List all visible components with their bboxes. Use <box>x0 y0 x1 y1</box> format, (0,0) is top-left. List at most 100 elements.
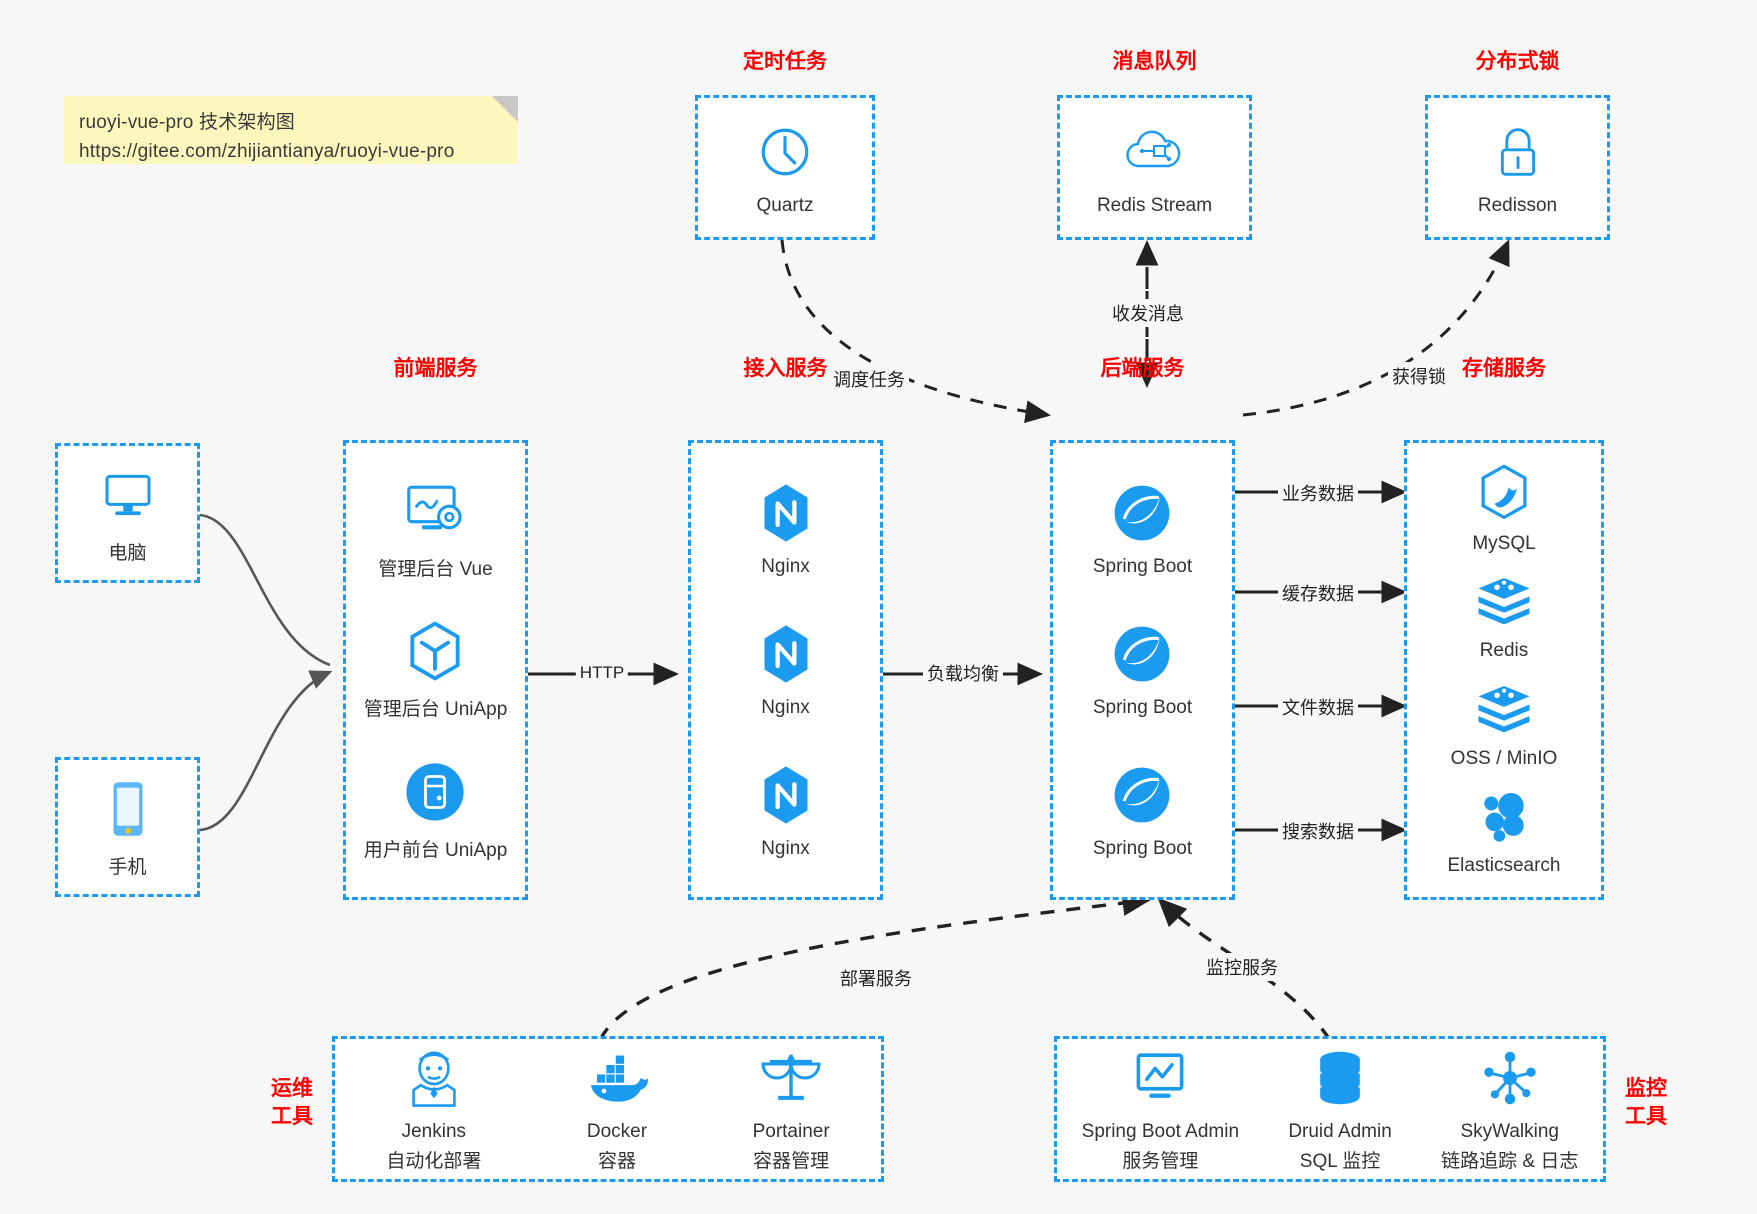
oss-icon <box>1474 678 1534 738</box>
edge-label-schedule-task: 调度任务 <box>829 365 909 393</box>
elasticsearch-icon <box>1474 785 1534 845</box>
redis-icon <box>1474 570 1534 630</box>
node-label: MySQL <box>1472 532 1536 554</box>
edge-label-business-data: 业务数据 <box>1278 479 1358 507</box>
clock-icon <box>752 119 818 185</box>
nginx-icon <box>753 480 819 546</box>
node-admin-uniapp[interactable]: 管理后台 UniApp <box>364 618 507 721</box>
node-redis[interactable]: Redis <box>1474 570 1534 662</box>
note-fold-corner <box>492 96 518 122</box>
nginx-icon <box>753 762 819 828</box>
group-title-devops: 运维 工具 <box>262 1075 322 1132</box>
node-label: 管理后台 Vue <box>378 558 493 580</box>
dashboard-icon <box>402 478 468 544</box>
group-devops[interactable]: Jenkins 自动化部署 Docker 容器 <box>332 1036 884 1182</box>
node-spring-boot-admin[interactable]: Spring Boot Admin 服务管理 <box>1082 1045 1239 1173</box>
node-mysql[interactable]: MySQL <box>1472 463 1536 555</box>
skywalking-icon <box>1477 1045 1543 1111</box>
edge-label-acquire-lock: 获得锁 <box>1388 362 1450 390</box>
node-label: Elasticsearch <box>1447 855 1561 877</box>
node-sublabel: 自动化部署 <box>386 1151 482 1172</box>
node-spring-boot-3[interactable]: Spring Boot <box>1093 762 1192 860</box>
node-quartz[interactable]: Quartz <box>752 119 818 217</box>
node-label: 用户前台 UniApp <box>363 840 508 862</box>
node-elasticsearch[interactable]: Elasticsearch <box>1448 785 1561 877</box>
edge-label-deploy-service: 部署服务 <box>836 964 916 992</box>
node-label: 电脑 <box>108 542 147 564</box>
node-label: SkyWalking <box>1460 1121 1559 1142</box>
group-scheduler[interactable]: Quartz <box>695 95 875 240</box>
node-user-uniapp[interactable]: 用户前台 UniApp <box>363 759 508 862</box>
database-icon <box>1307 1045 1373 1111</box>
edge-label-http: HTTP <box>575 662 629 684</box>
node-label: Portainer <box>752 1121 830 1142</box>
edge-label-send-receive-message: 收发消息 <box>1108 299 1188 327</box>
group-client-mobile[interactable]: 手机 <box>55 757 200 897</box>
group-title-backend: 后端服务 <box>1100 357 1185 380</box>
monitoring-title-line2: 工具 <box>1625 1105 1667 1129</box>
edge-label-monitor-service: 监控服务 <box>1202 953 1282 981</box>
node-label: 手机 <box>108 856 147 878</box>
spring-boot-icon <box>1109 621 1175 687</box>
edge-label-load-balance: 负载均衡 <box>923 659 1003 687</box>
node-label: Redisson <box>1477 194 1558 216</box>
group-title-scheduler: 定时任务 <box>743 50 827 73</box>
node-druid-admin[interactable]: Druid Admin SQL 监控 <box>1288 1045 1392 1173</box>
jenkins-icon <box>401 1045 467 1111</box>
scales-icon <box>758 1045 824 1111</box>
node-nginx-2[interactable]: Nginx <box>753 621 819 719</box>
node-sublabel: 服务管理 <box>1122 1151 1199 1172</box>
group-title-gateway: 接入服务 <box>743 357 828 380</box>
edge-label-file-data: 文件数据 <box>1278 693 1358 721</box>
node-sublabel: 链路追踪 & 日志 <box>1441 1151 1579 1172</box>
monitor-chart-icon <box>1127 1045 1193 1111</box>
node-redis-stream[interactable]: Redis Stream <box>1097 119 1212 217</box>
node-label: Nginx <box>761 556 810 578</box>
devops-title-line1: 运维 <box>271 1077 313 1100</box>
group-distributed-lock[interactable]: Redisson <box>1425 95 1610 240</box>
group-monitoring[interactable]: Spring Boot Admin 服务管理 Druid Admin SQL 监… <box>1054 1036 1606 1182</box>
node-label: Nginx <box>761 837 810 859</box>
node-skywalking[interactable]: SkyWalking 链路追踪 & 日志 <box>1441 1045 1578 1173</box>
node-label: OSS / MinIO <box>1450 747 1558 769</box>
group-title-monitoring: 监控 工具 <box>1616 1075 1676 1132</box>
note-title: ruoyi-vue-pro 技术架构图 <box>79 112 296 133</box>
node-nginx-3[interactable]: Nginx <box>753 762 819 860</box>
node-redisson[interactable]: Redisson <box>1478 119 1557 217</box>
edge-label-search-data: 搜索数据 <box>1278 817 1358 845</box>
monitoring-title-line1: 监控 <box>1625 1077 1667 1100</box>
node-label: Quartz <box>756 194 814 216</box>
node-spring-boot-1[interactable]: Spring Boot <box>1093 480 1192 578</box>
node-nginx-1[interactable]: Nginx <box>753 480 819 578</box>
node-sublabel: SQL 监控 <box>1299 1151 1381 1172</box>
nginx-icon <box>753 621 819 687</box>
docker-icon <box>584 1045 650 1111</box>
group-storage[interactable]: MySQL Redis <box>1404 440 1604 900</box>
group-frontend[interactable]: 管理后台 Vue 管理后台 UniApp 用户前台 UniApp <box>343 440 528 900</box>
cube-icon <box>402 618 468 684</box>
node-label: Docker <box>586 1121 648 1142</box>
node-spring-boot-2[interactable]: Spring Boot <box>1093 621 1192 719</box>
spring-boot-icon <box>1109 480 1175 546</box>
group-message-queue[interactable]: Redis Stream <box>1057 95 1252 240</box>
node-label: Spring Boot <box>1092 696 1193 718</box>
node-label: Druid Admin <box>1288 1121 1392 1142</box>
group-gateway[interactable]: Nginx Nginx Nginx <box>688 440 883 900</box>
node-label: Redis Stream <box>1096 194 1213 216</box>
node-admin-vue[interactable]: 管理后台 Vue <box>378 478 493 581</box>
node-desktop[interactable]: 电脑 <box>95 462 161 565</box>
desktop-icon <box>95 462 161 528</box>
node-jenkins[interactable]: Jenkins 自动化部署 <box>386 1045 481 1173</box>
node-label: Nginx <box>761 696 810 718</box>
node-docker[interactable]: Docker 容器 <box>584 1045 650 1173</box>
node-sublabel: 容器管理 <box>753 1151 830 1172</box>
group-backend[interactable]: Spring Boot Spring Boot Spring Boot <box>1050 440 1235 900</box>
sticky-note: ruoyi-vue-pro 技术架构图 https://gitee.com/zh… <box>63 96 518 164</box>
group-client-pc[interactable]: 电脑 <box>55 443 200 583</box>
node-oss-minio[interactable]: OSS / MinIO <box>1450 678 1558 770</box>
node-portainer[interactable]: Portainer 容器管理 <box>753 1045 830 1173</box>
node-label: Spring Boot <box>1092 556 1193 578</box>
group-title-storage: 存储服务 <box>1462 357 1546 380</box>
node-mobile[interactable]: 手机 <box>95 776 161 879</box>
